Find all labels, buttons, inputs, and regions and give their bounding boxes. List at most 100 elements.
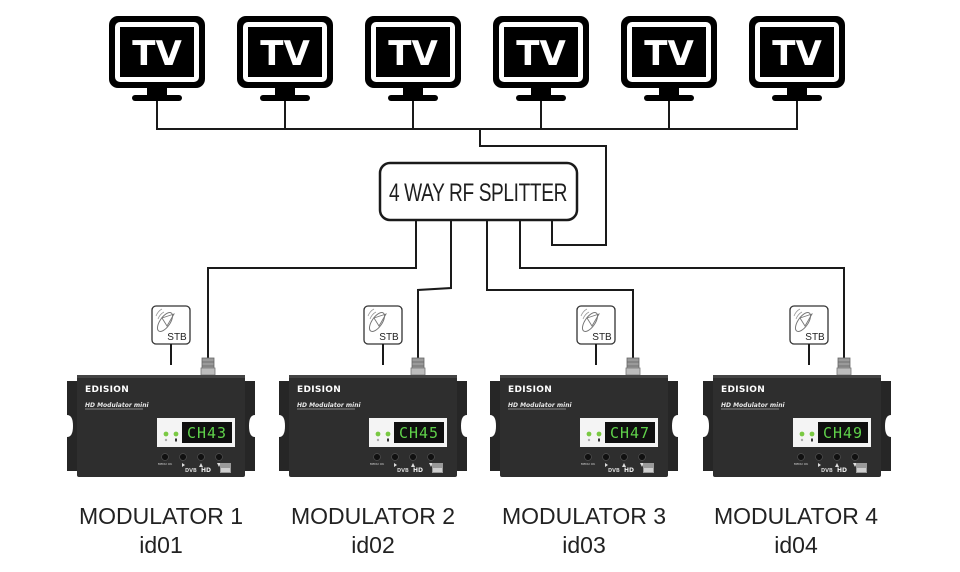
signal-led	[173, 431, 179, 437]
channel-display: CH45	[399, 424, 439, 442]
up-button[interactable]	[197, 453, 205, 461]
rf-connector	[410, 357, 426, 376]
channel-display: CH49	[823, 424, 863, 442]
right-button[interactable]	[815, 453, 823, 461]
power-led	[799, 431, 805, 437]
up-button[interactable]	[833, 453, 841, 461]
right-arrow-icon	[818, 463, 821, 467]
rf-connector	[625, 357, 641, 376]
right-arrow-icon	[605, 463, 608, 467]
dvb-badge: DVB	[185, 468, 197, 474]
signal-led	[385, 431, 391, 437]
rf-connector	[836, 357, 852, 376]
up-arrow-icon	[199, 463, 203, 467]
splitter-box	[378, 161, 579, 222]
modulator-id: id01	[139, 532, 182, 558]
brand-logo: EDISION	[297, 385, 341, 395]
splitter-line-4	[519, 221, 845, 358]
power-led	[375, 431, 381, 437]
up-arrow-icon	[411, 463, 415, 467]
menu-ok-label: MENU OK	[158, 462, 173, 466]
menu-ok-button[interactable]	[161, 453, 169, 461]
model-label: HD Modulator mini	[297, 402, 361, 409]
hd-badge: HD	[837, 467, 847, 474]
right-arrow-icon	[394, 463, 397, 467]
down-button[interactable]	[851, 453, 859, 461]
rf-splitter: 4 WAY RF SPLITTER	[378, 161, 579, 222]
tv-row: TV TV TV TV	[109, 16, 845, 101]
tv-icon: TV	[621, 16, 717, 101]
tv-label: TV	[132, 34, 182, 74]
modulator-id: id02	[351, 532, 394, 558]
stb-satellite-icon: STB	[576, 305, 616, 345]
up-arrow-icon	[622, 463, 626, 467]
tv-label: TV	[772, 34, 822, 74]
down-button[interactable]	[638, 453, 646, 461]
brand-logo: EDISION	[85, 385, 129, 395]
splitter-line-1	[207, 221, 417, 358]
stb-satellite-icon: STB	[789, 305, 829, 345]
splitter-output-wiring	[207, 221, 845, 358]
modulator-name: MODULATOR 4	[714, 503, 878, 529]
power-led	[163, 431, 169, 437]
menu-ok-button[interactable]	[797, 453, 805, 461]
stb-label: STB	[805, 332, 825, 343]
model-label: HD Modulator mini	[508, 402, 572, 409]
tv-label: TV	[260, 34, 310, 74]
stb-label: STB	[379, 332, 399, 343]
dvb-badge: DVB	[608, 468, 620, 474]
tv-label: TV	[644, 34, 694, 74]
power-led	[586, 431, 592, 437]
lcd-display	[182, 422, 232, 443]
rf-connector	[200, 357, 216, 376]
splitter-input-line	[479, 129, 607, 246]
down-button[interactable]	[215, 453, 223, 461]
hd-badge: HD	[201, 467, 211, 474]
stb-satellite-icon: STB	[363, 305, 403, 345]
modulator-id: id03	[562, 532, 605, 558]
down-button[interactable]	[427, 453, 435, 461]
right-button[interactable]	[602, 453, 610, 461]
up-button[interactable]	[409, 453, 417, 461]
modulator-name: MODULATOR 2	[291, 503, 455, 529]
channel-display: CH47	[610, 424, 650, 442]
dvb-badge: DVB	[397, 468, 409, 474]
tv-label: TV	[516, 34, 566, 74]
right-button[interactable]	[179, 453, 187, 461]
up-arrow-icon	[835, 463, 839, 467]
modulator-name: MODULATOR 1	[79, 503, 243, 529]
tv-icon: TV	[237, 16, 333, 101]
model-label: HD Modulator mini	[721, 402, 785, 409]
model-label: HD Modulator mini	[85, 402, 149, 409]
dvb-badge: DVB	[821, 468, 833, 474]
lcd-display	[394, 422, 444, 443]
hd-badge: HD	[624, 467, 634, 474]
tv-icon: TV	[493, 16, 589, 101]
tv-drop-lines	[284, 101, 670, 129]
menu-ok-button[interactable]	[373, 453, 381, 461]
tv-icon: TV	[365, 16, 461, 101]
menu-ok-label: MENU OK	[581, 462, 596, 466]
splitter-label: 4 WAY RF SPLITTER	[389, 179, 567, 207]
stb-label: STB	[167, 332, 187, 343]
right-button[interactable]	[391, 453, 399, 461]
tv-label: TV	[388, 34, 438, 74]
up-button[interactable]	[620, 453, 628, 461]
brand-logo: EDISION	[508, 385, 552, 395]
lcd-display	[818, 422, 868, 443]
signal-led	[809, 431, 815, 437]
channel-display: CH43	[187, 424, 227, 442]
tv-icon: TV	[749, 16, 845, 101]
brand-logo: EDISION	[721, 385, 765, 395]
menu-ok-button[interactable]	[584, 453, 592, 461]
